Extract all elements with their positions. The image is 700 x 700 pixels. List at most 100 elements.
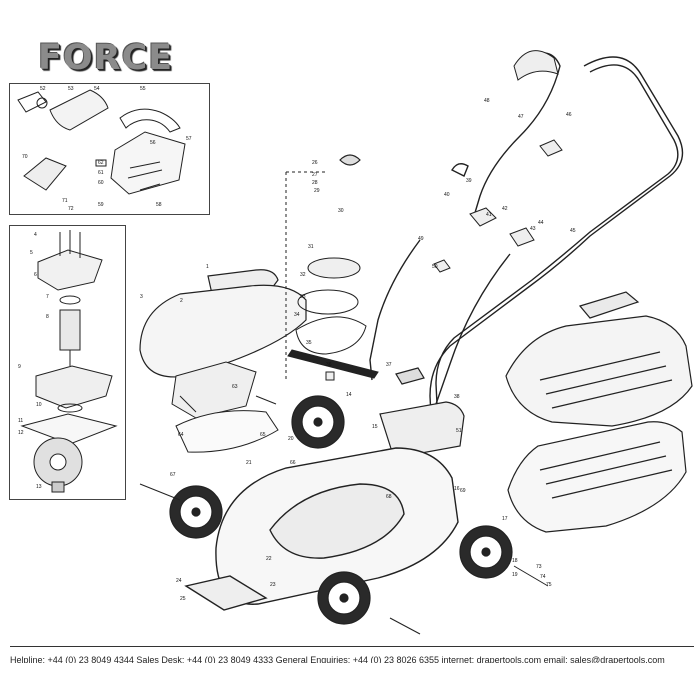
deck <box>184 447 459 611</box>
upper-handle-inner <box>435 64 679 425</box>
part-callout: 2 <box>180 298 183 304</box>
part-callout: 1 <box>206 264 209 270</box>
cam-lever-left <box>469 207 497 227</box>
cable-retainer <box>433 259 451 273</box>
part-callout: 18 <box>512 558 518 564</box>
part-callout: 41 <box>486 212 492 218</box>
bearing-upper <box>59 295 81 305</box>
part-callout: 45 <box>570 228 576 234</box>
fan <box>307 257 361 279</box>
part-callout: 54 <box>94 86 100 92</box>
part-callout: 40 <box>444 192 450 198</box>
fasteners <box>139 171 549 635</box>
part-callout: 23 <box>270 582 276 588</box>
part-callout: 58 <box>156 202 162 208</box>
blade <box>287 349 379 379</box>
part-callout: 56 <box>150 140 156 146</box>
footer-contact-text: Helpline: +44 (0) 23 8049 4344 Sales Des… <box>10 655 665 663</box>
part-callout: 38 <box>454 394 460 400</box>
safety-key <box>339 154 361 166</box>
switch-box-parts <box>17 89 186 195</box>
height-adjuster <box>184 575 268 611</box>
armature <box>59 309 81 351</box>
part-callout: 39 <box>466 178 472 184</box>
part-callout: 25 <box>180 596 186 602</box>
blade-bolt <box>325 371 335 381</box>
part-callout: 27 <box>312 172 318 178</box>
part-callout: 47 <box>518 114 524 120</box>
cable-guide <box>119 108 181 133</box>
cam-lever-lower <box>509 227 535 247</box>
motor-block <box>171 361 257 419</box>
part-callout: 10 <box>36 402 42 408</box>
part-callout: 17 <box>502 516 508 522</box>
front-right-wheel <box>317 571 371 625</box>
part-callout: 36 <box>326 362 332 368</box>
part-callout: 33 <box>300 294 306 300</box>
part-callout: 67 <box>170 472 176 478</box>
part-callout: 74 <box>540 574 546 580</box>
switch-lever-top <box>513 50 559 81</box>
part-callout: 51 <box>456 428 462 434</box>
part-callout: 42 <box>502 206 508 212</box>
grass-box <box>505 291 693 533</box>
switch-plate <box>23 157 67 191</box>
part-callout: 31 <box>308 244 314 250</box>
motor-housing <box>35 365 113 409</box>
part-callout: 28 <box>312 180 318 186</box>
part-callout: 4 <box>34 232 37 238</box>
handle-clips <box>433 50 563 273</box>
part-callout: 62 <box>98 160 104 166</box>
switch-cover <box>49 89 109 131</box>
part-callout: 66 <box>290 460 296 466</box>
grass-box-lid <box>505 315 693 427</box>
part-callout: 69 <box>460 488 466 494</box>
part-callout: 52 <box>40 86 46 92</box>
motor-unit <box>171 257 379 453</box>
rear-flap <box>379 401 465 459</box>
part-callout: 15 <box>372 424 378 430</box>
motor-base-plate <box>20 413 118 445</box>
cord-clip <box>451 163 469 177</box>
part-callout: 46 <box>566 112 572 118</box>
part-callout: 53 <box>68 86 74 92</box>
footer: Helpline: +44 (0) 23 8049 4344 Sales Des… <box>0 646 700 700</box>
part-callout: 8 <box>46 314 49 320</box>
cam-lever-right <box>539 139 563 157</box>
front-left-wheel <box>169 485 223 539</box>
part-callout: 9 <box>18 364 21 370</box>
part-callout: 29 <box>314 188 320 194</box>
rear-right-wheel <box>459 525 513 579</box>
part-callout: 72 <box>68 206 74 212</box>
part-callout: 44 <box>538 220 544 226</box>
grass-box-indicator <box>395 367 425 385</box>
part-callout: 75 <box>546 582 552 588</box>
part-callout: 68 <box>386 494 392 500</box>
part-callout: 73 <box>536 564 542 570</box>
motor-mount-ring <box>297 289 359 315</box>
fan-hub <box>51 481 65 493</box>
part-callout: 22 <box>266 556 272 562</box>
part-callout: 35 <box>306 340 312 346</box>
rear-left-wheel <box>291 395 345 449</box>
part-callout: 65 <box>260 432 266 438</box>
part-callout: 24 <box>176 578 182 584</box>
part-callout: 30 <box>338 208 344 214</box>
part-callout: 37 <box>386 362 392 368</box>
part-callout: 50 <box>432 264 438 270</box>
footer-rule <box>10 646 694 647</box>
grass-box-base <box>507 421 687 533</box>
lower-handle-right <box>435 253 511 405</box>
part-callout: 63 <box>232 384 238 390</box>
part-callout: 60 <box>98 180 104 186</box>
part-callout: 59 <box>98 202 104 208</box>
logo-text: FORCE <box>38 38 174 78</box>
part-callout: 16 <box>454 486 460 492</box>
motor-base <box>175 410 279 453</box>
part-callout: 49 <box>418 236 424 242</box>
part-callout: 7 <box>46 294 49 300</box>
part-callout: 32 <box>300 272 306 278</box>
wheels <box>169 395 513 625</box>
